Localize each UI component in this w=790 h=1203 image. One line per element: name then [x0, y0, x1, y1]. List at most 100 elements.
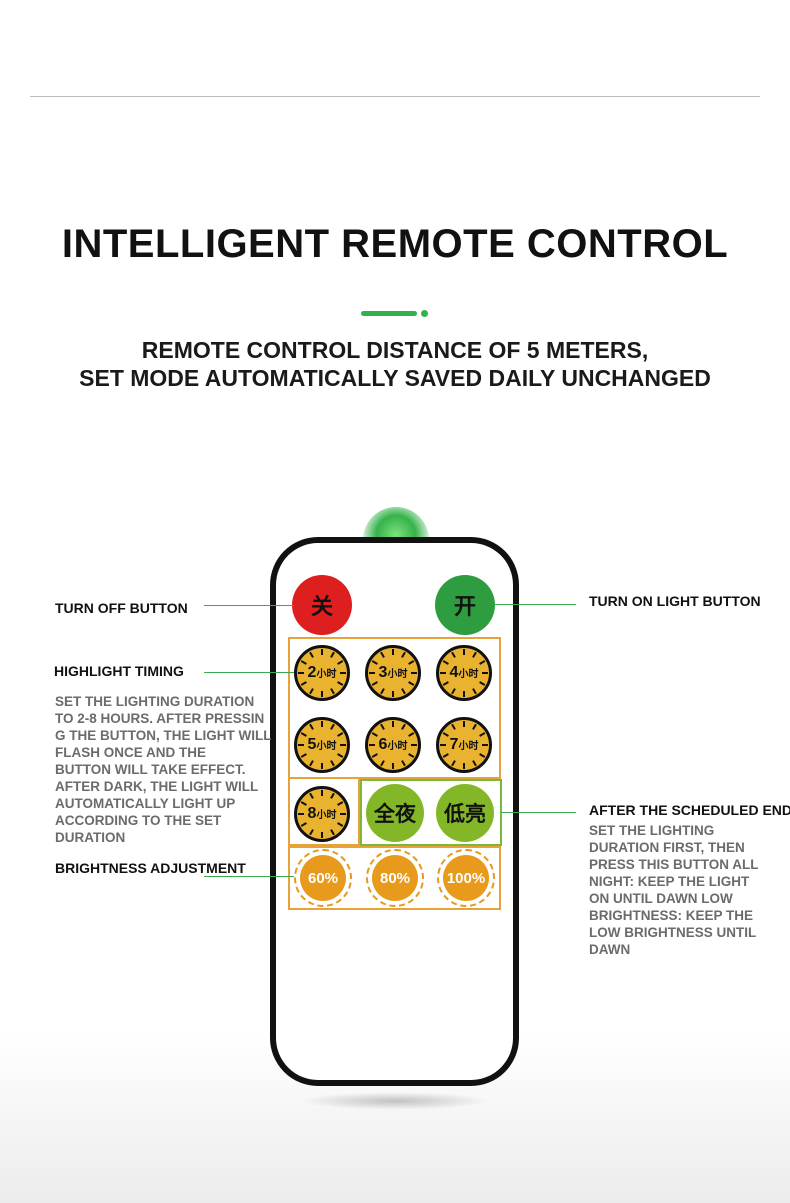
- subtitle-line-1: REMOTE CONTROL DISTANCE OF 5 METERS,: [141, 337, 649, 363]
- brightness-callout-title: BRIGHTNESS ADJUSTMENT: [55, 860, 246, 876]
- clock-tick: [380, 688, 385, 695]
- timing-leader-line: [204, 672, 294, 673]
- clock-tick: [401, 760, 406, 767]
- low-brightness-label: 低亮: [444, 802, 486, 826]
- low-brightness-button[interactable]: 低亮: [436, 784, 494, 842]
- timer-2h-number: 2: [307, 664, 317, 681]
- clock-tick: [451, 688, 456, 695]
- timer-8h-unit: 小时: [316, 810, 337, 821]
- clock-tick: [337, 822, 344, 827]
- clock-tick: [442, 753, 449, 758]
- clock-tick: [371, 681, 378, 686]
- clock-tick: [440, 672, 446, 674]
- clock-tick: [300, 753, 307, 758]
- clock-tick: [300, 681, 307, 686]
- clock-tick: [472, 651, 477, 658]
- timer-5h-unit: 小时: [316, 741, 337, 752]
- timing-callout-body: SET THE LIGHTING DURATION TO 2-8 HOURS. …: [55, 693, 271, 846]
- brightness-80-button[interactable]: 80%: [366, 849, 424, 907]
- clock-tick: [371, 660, 378, 665]
- clock-tick: [472, 723, 477, 730]
- brightness-100-button[interactable]: 100%: [437, 849, 495, 907]
- clock-tick: [369, 672, 375, 674]
- clock-tick: [479, 732, 486, 737]
- clock-tick: [321, 649, 323, 655]
- clock-tick: [309, 688, 314, 695]
- clock-tick: [309, 760, 314, 767]
- clock-tick: [340, 813, 346, 815]
- brightness-100-label: 100%: [443, 855, 489, 901]
- timing-body-line: SET THE LIGHTING DURATION: [55, 694, 255, 709]
- brightness-60-button[interactable]: 60%: [294, 849, 352, 907]
- brightness-80-label: 80%: [372, 855, 418, 901]
- all-night-label: 全夜: [374, 802, 416, 826]
- clock-tick: [330, 760, 335, 767]
- scheduled-body-line: LOW BRIGHTNESS UNTIL: [589, 925, 757, 940]
- turn-off-callout-title: TURN OFF BUTTON: [55, 600, 188, 616]
- timer-3h-number: 3: [378, 664, 388, 681]
- clock-tick: [451, 651, 456, 658]
- clock-tick: [479, 753, 486, 758]
- clock-tick: [371, 732, 378, 737]
- clock-tick: [298, 744, 304, 746]
- clock-tick: [472, 760, 477, 767]
- scheduled-callout-title: AFTER THE SCHEDULED END: [589, 802, 790, 818]
- all-night-button[interactable]: 全夜: [366, 784, 424, 842]
- accent-dot: [421, 310, 428, 317]
- page-title: INTELLIGENT REMOTE CONTROL: [61, 222, 729, 266]
- clock-tick: [300, 660, 307, 665]
- clock-tick: [392, 721, 394, 727]
- clock-tick: [321, 790, 323, 796]
- timer-4h-unit: 小时: [458, 669, 479, 680]
- clock-tick: [337, 660, 344, 665]
- turn-on-callout-title: TURN ON LIGHT BUTTON: [589, 593, 761, 609]
- clock-tick: [330, 723, 335, 730]
- scheduled-body-line: ON UNTIL DAWN LOW: [589, 891, 733, 906]
- clock-tick: [451, 760, 456, 767]
- clock-tick: [309, 651, 314, 658]
- clock-tick: [321, 691, 323, 697]
- clock-tick: [482, 672, 488, 674]
- clock-tick: [321, 763, 323, 769]
- turn-on-leader-line: [494, 604, 576, 605]
- clock-tick: [330, 688, 335, 695]
- scheduled-body-line: DAWN: [589, 942, 631, 957]
- clock-tick: [380, 651, 385, 658]
- timing-body-line: AFTER DARK, THE LIGHT WILL: [55, 779, 259, 794]
- clock-tick: [479, 681, 486, 686]
- clock-tick: [340, 744, 346, 746]
- timing-body-line: BUTTON WILL TAKE EFFECT.: [55, 762, 246, 777]
- clock-tick: [408, 681, 415, 686]
- clock-tick: [408, 753, 415, 758]
- timer-7h-unit: 小时: [458, 741, 479, 752]
- mode-group-frame: [360, 779, 502, 846]
- timer-7h-number: 7: [449, 736, 459, 753]
- timing-callout-title: HIGHLIGHT TIMING: [54, 663, 184, 679]
- turn-on-button[interactable]: 开: [435, 575, 495, 635]
- subtitle-line-2: SET MODE AUTOMATICALLY SAVED DAILY UNCHA…: [79, 365, 711, 391]
- clock-tick: [298, 672, 304, 674]
- timer-5h-number: 5: [307, 736, 317, 753]
- clock-tick: [463, 721, 465, 727]
- clock-tick: [411, 744, 417, 746]
- clock-tick: [380, 723, 385, 730]
- top-divider: [30, 96, 760, 97]
- timing-body-line: DURATION: [55, 830, 126, 845]
- turn-off-button[interactable]: 关: [292, 575, 352, 635]
- clock-tick: [463, 649, 465, 655]
- clock-tick: [298, 813, 304, 815]
- remote-shadow: [300, 1092, 490, 1110]
- clock-tick: [380, 760, 385, 767]
- timer-8h-number: 8: [307, 805, 317, 822]
- clock-tick: [408, 660, 415, 665]
- clock-tick: [451, 723, 456, 730]
- turn-off-label: 关: [310, 595, 333, 620]
- clock-tick: [479, 660, 486, 665]
